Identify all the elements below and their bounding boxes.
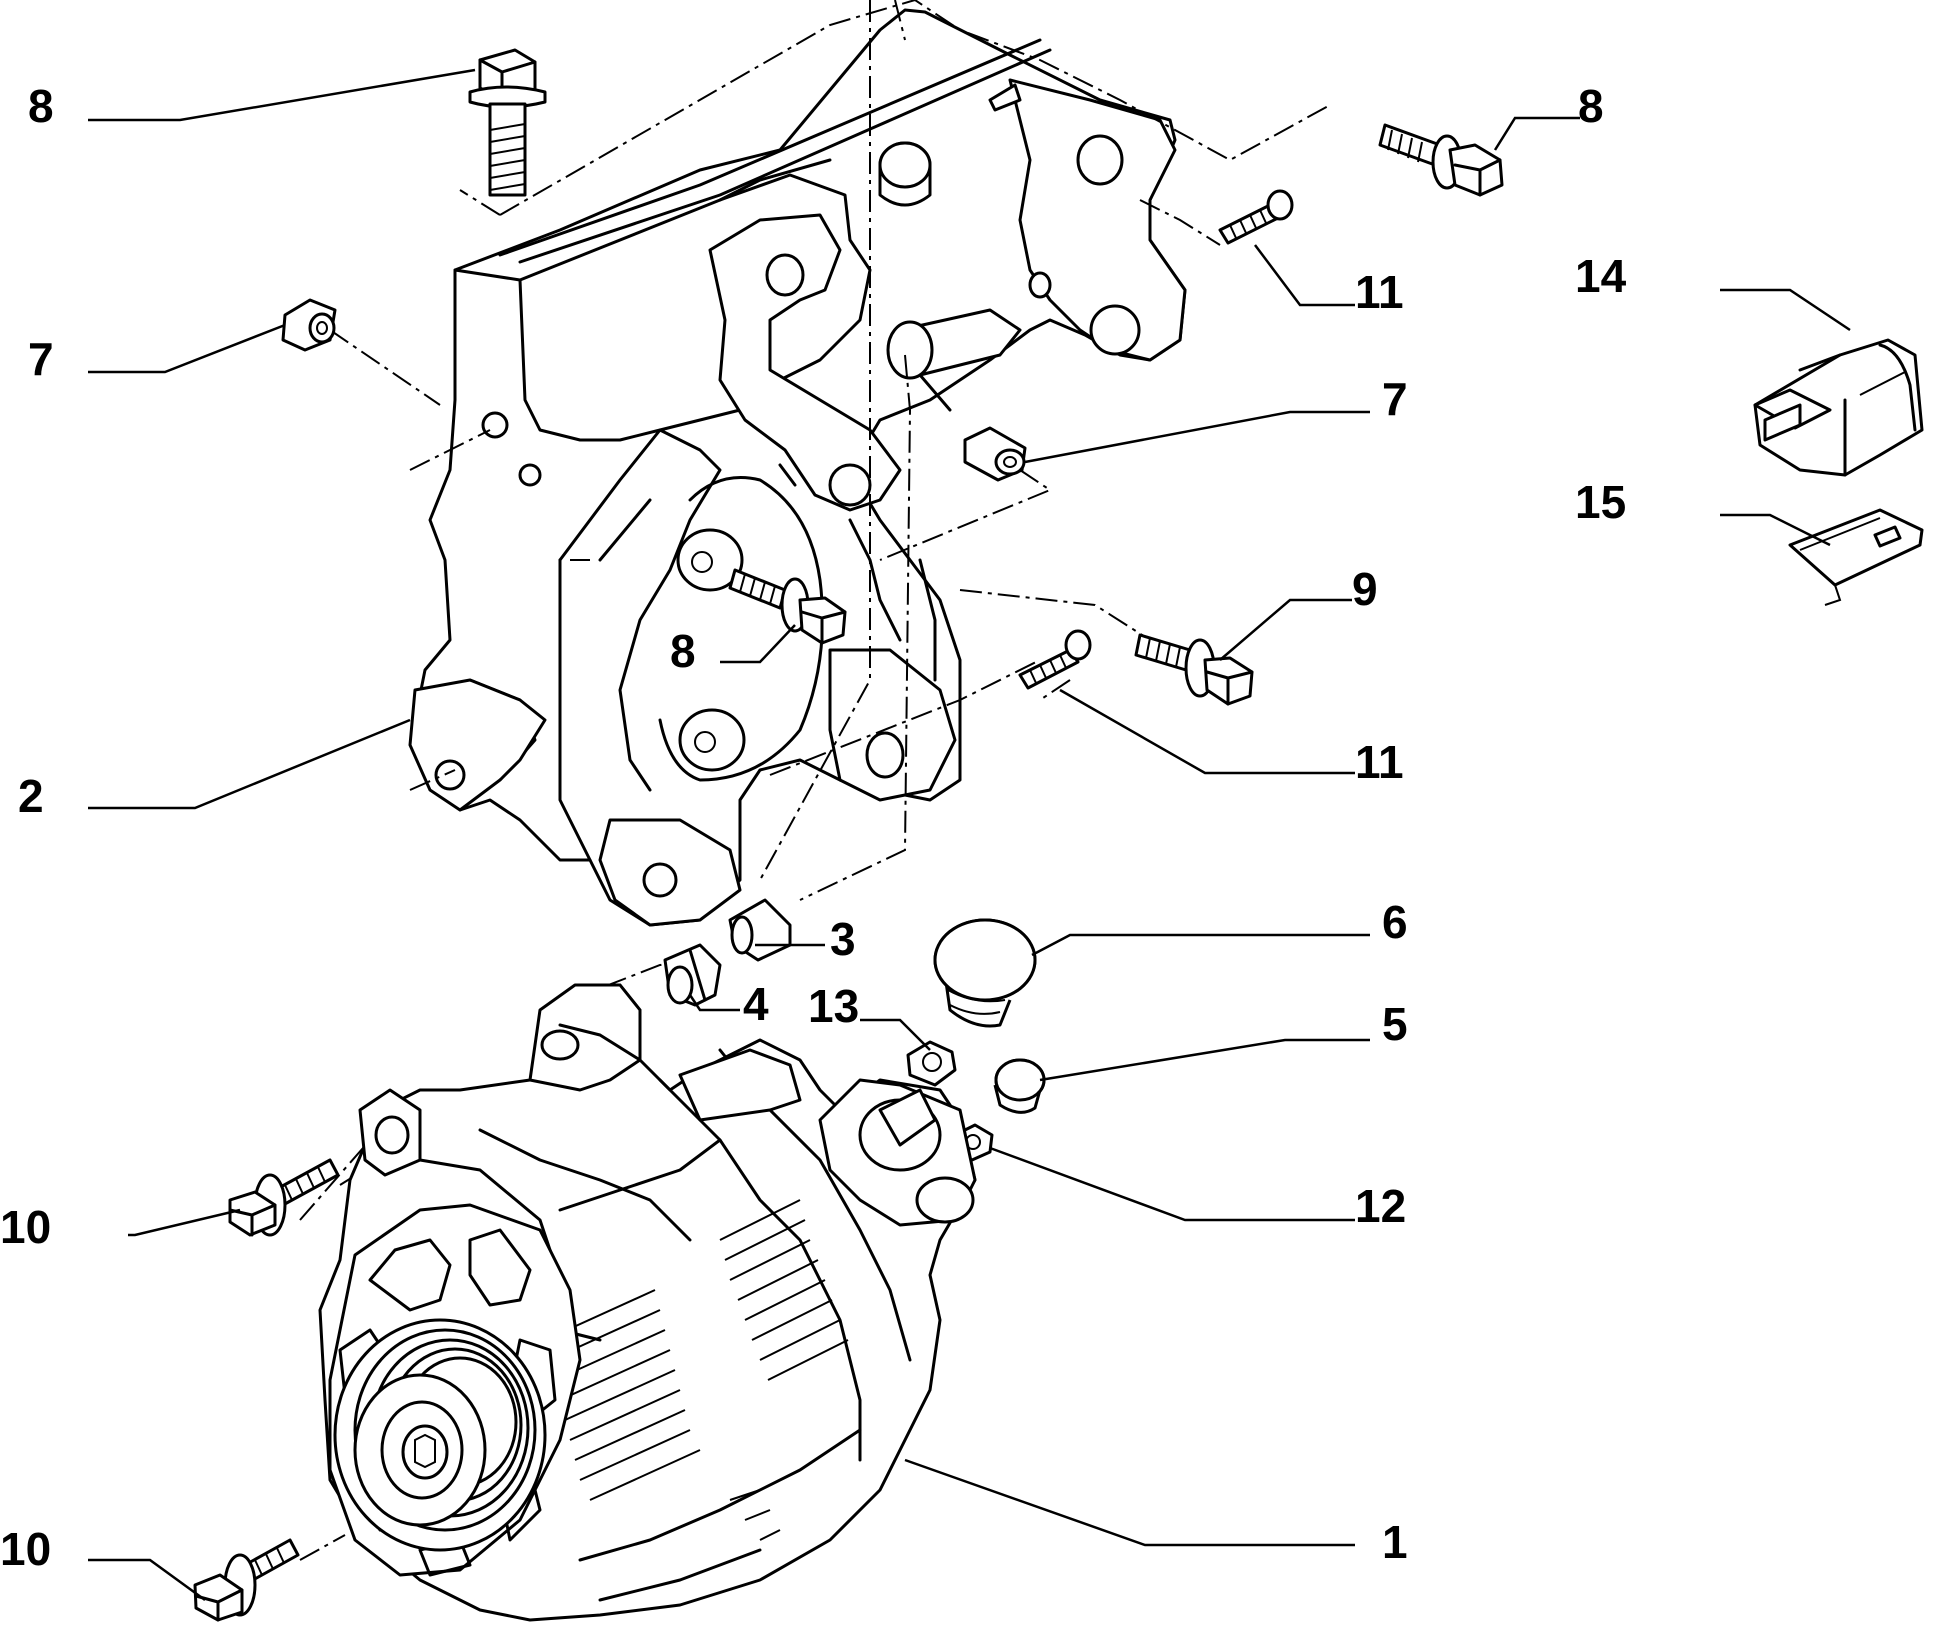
- connector-14: [1753, 338, 1924, 477]
- stator-slots: [544, 1199, 849, 1501]
- bolt-10-lower: [193, 1538, 300, 1622]
- nut-13: [906, 1040, 957, 1087]
- cap-5: [993, 1058, 1046, 1114]
- bolt-8-top-right: [1378, 123, 1504, 197]
- cap-6: [933, 918, 1037, 1028]
- callout-14: 14: [1575, 250, 1627, 302]
- callout-8-top-left: 8: [28, 80, 54, 132]
- alternator-bracket: [408, 8, 1187, 927]
- bolt-8-top-left: [468, 48, 547, 197]
- spacer-7-right: [963, 426, 1027, 482]
- callout-1: 1: [1382, 1516, 1408, 1568]
- screw-11-top: [1218, 189, 1294, 245]
- callout-15: 15: [1575, 476, 1626, 528]
- callout-4: 4: [743, 978, 769, 1030]
- spacer-7-left: [281, 298, 337, 352]
- callout-10-upper: 10: [0, 1201, 51, 1253]
- callout-8-top-right: 8: [1578, 80, 1604, 132]
- alternator: [318, 983, 977, 1622]
- leader-lines: [88, 68, 1851, 1602]
- bolt-9: [1134, 633, 1254, 706]
- sleeve-4: [663, 943, 722, 1007]
- callout-6: 6: [1382, 896, 1408, 948]
- callout-9: 9: [1352, 563, 1378, 615]
- callout-13: 13: [808, 980, 859, 1032]
- bolt-8-center: [728, 568, 847, 645]
- clip-15: [1788, 508, 1924, 606]
- callout-11-top: 11: [1355, 266, 1404, 318]
- callout-7-left: 7: [28, 333, 54, 385]
- callout-12: 12: [1355, 1180, 1406, 1232]
- screw-11-middle: [1018, 629, 1092, 690]
- callout-10-lower: 10: [0, 1523, 51, 1575]
- bolt-10-upper: [228, 1158, 340, 1237]
- callout-11-middle: 11: [1355, 736, 1404, 788]
- callout-5: 5: [1382, 998, 1408, 1050]
- callout-8-center: 8: [670, 625, 696, 677]
- callout-3: 3: [830, 913, 856, 965]
- sleeve-3: [728, 898, 792, 962]
- callout-7-right: 7: [1382, 373, 1408, 425]
- callout-2: 2: [18, 770, 44, 822]
- callout-labels: 8 8 11 14 7 7 15 9 8 2 11 3 6 4 13 5 10 …: [0, 80, 1627, 1575]
